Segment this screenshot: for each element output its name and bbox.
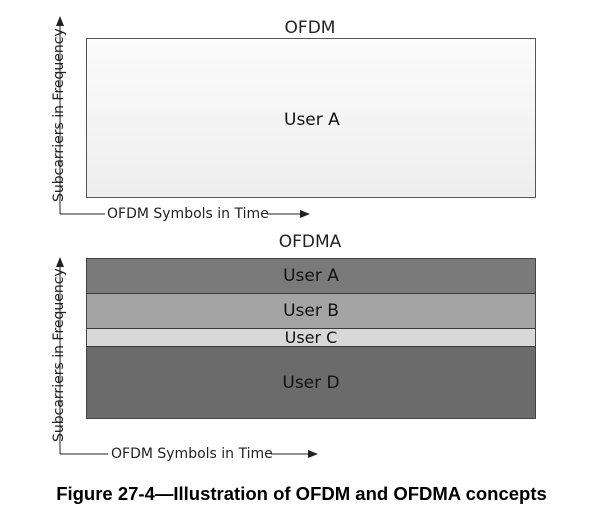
ofdma-band-user-b: User B [87,294,535,329]
ofdma-title: OFDMA [278,232,342,252]
ofdm-x-arrow [300,210,310,218]
ofdma-x-label: OFDM Symbols in Time [111,446,273,462]
ofdm-x-label: OFDM Symbols in Time [107,206,269,222]
ofdma-x-arrow [308,450,318,458]
figure-caption: Figure 27-4—Illustration of OFDM and OFD… [56,483,547,504]
ofdm-title: OFDM [284,18,336,38]
band-label: User B [283,301,339,321]
ofdm-y-label: Subcarriers in Frequency [51,28,67,202]
ofdm-y-arrow [56,16,64,26]
ofdm-user-block [86,38,536,198]
ofdma-y-arrow [56,257,64,267]
ofdma-band-user-a: User A [87,259,535,294]
band-label: User D [282,372,340,393]
band-label: User A [283,266,339,286]
ofdma-allocation-block: User A User B User C User D [86,258,536,419]
ofdma-band-user-d: User D [87,347,535,418]
band-label: User C [284,328,338,347]
ofdm-user-label: User A [284,110,340,130]
ofdma-y-label: Subcarriers in Frequency [51,268,67,442]
ofdma-band-user-c: User C [87,328,535,347]
